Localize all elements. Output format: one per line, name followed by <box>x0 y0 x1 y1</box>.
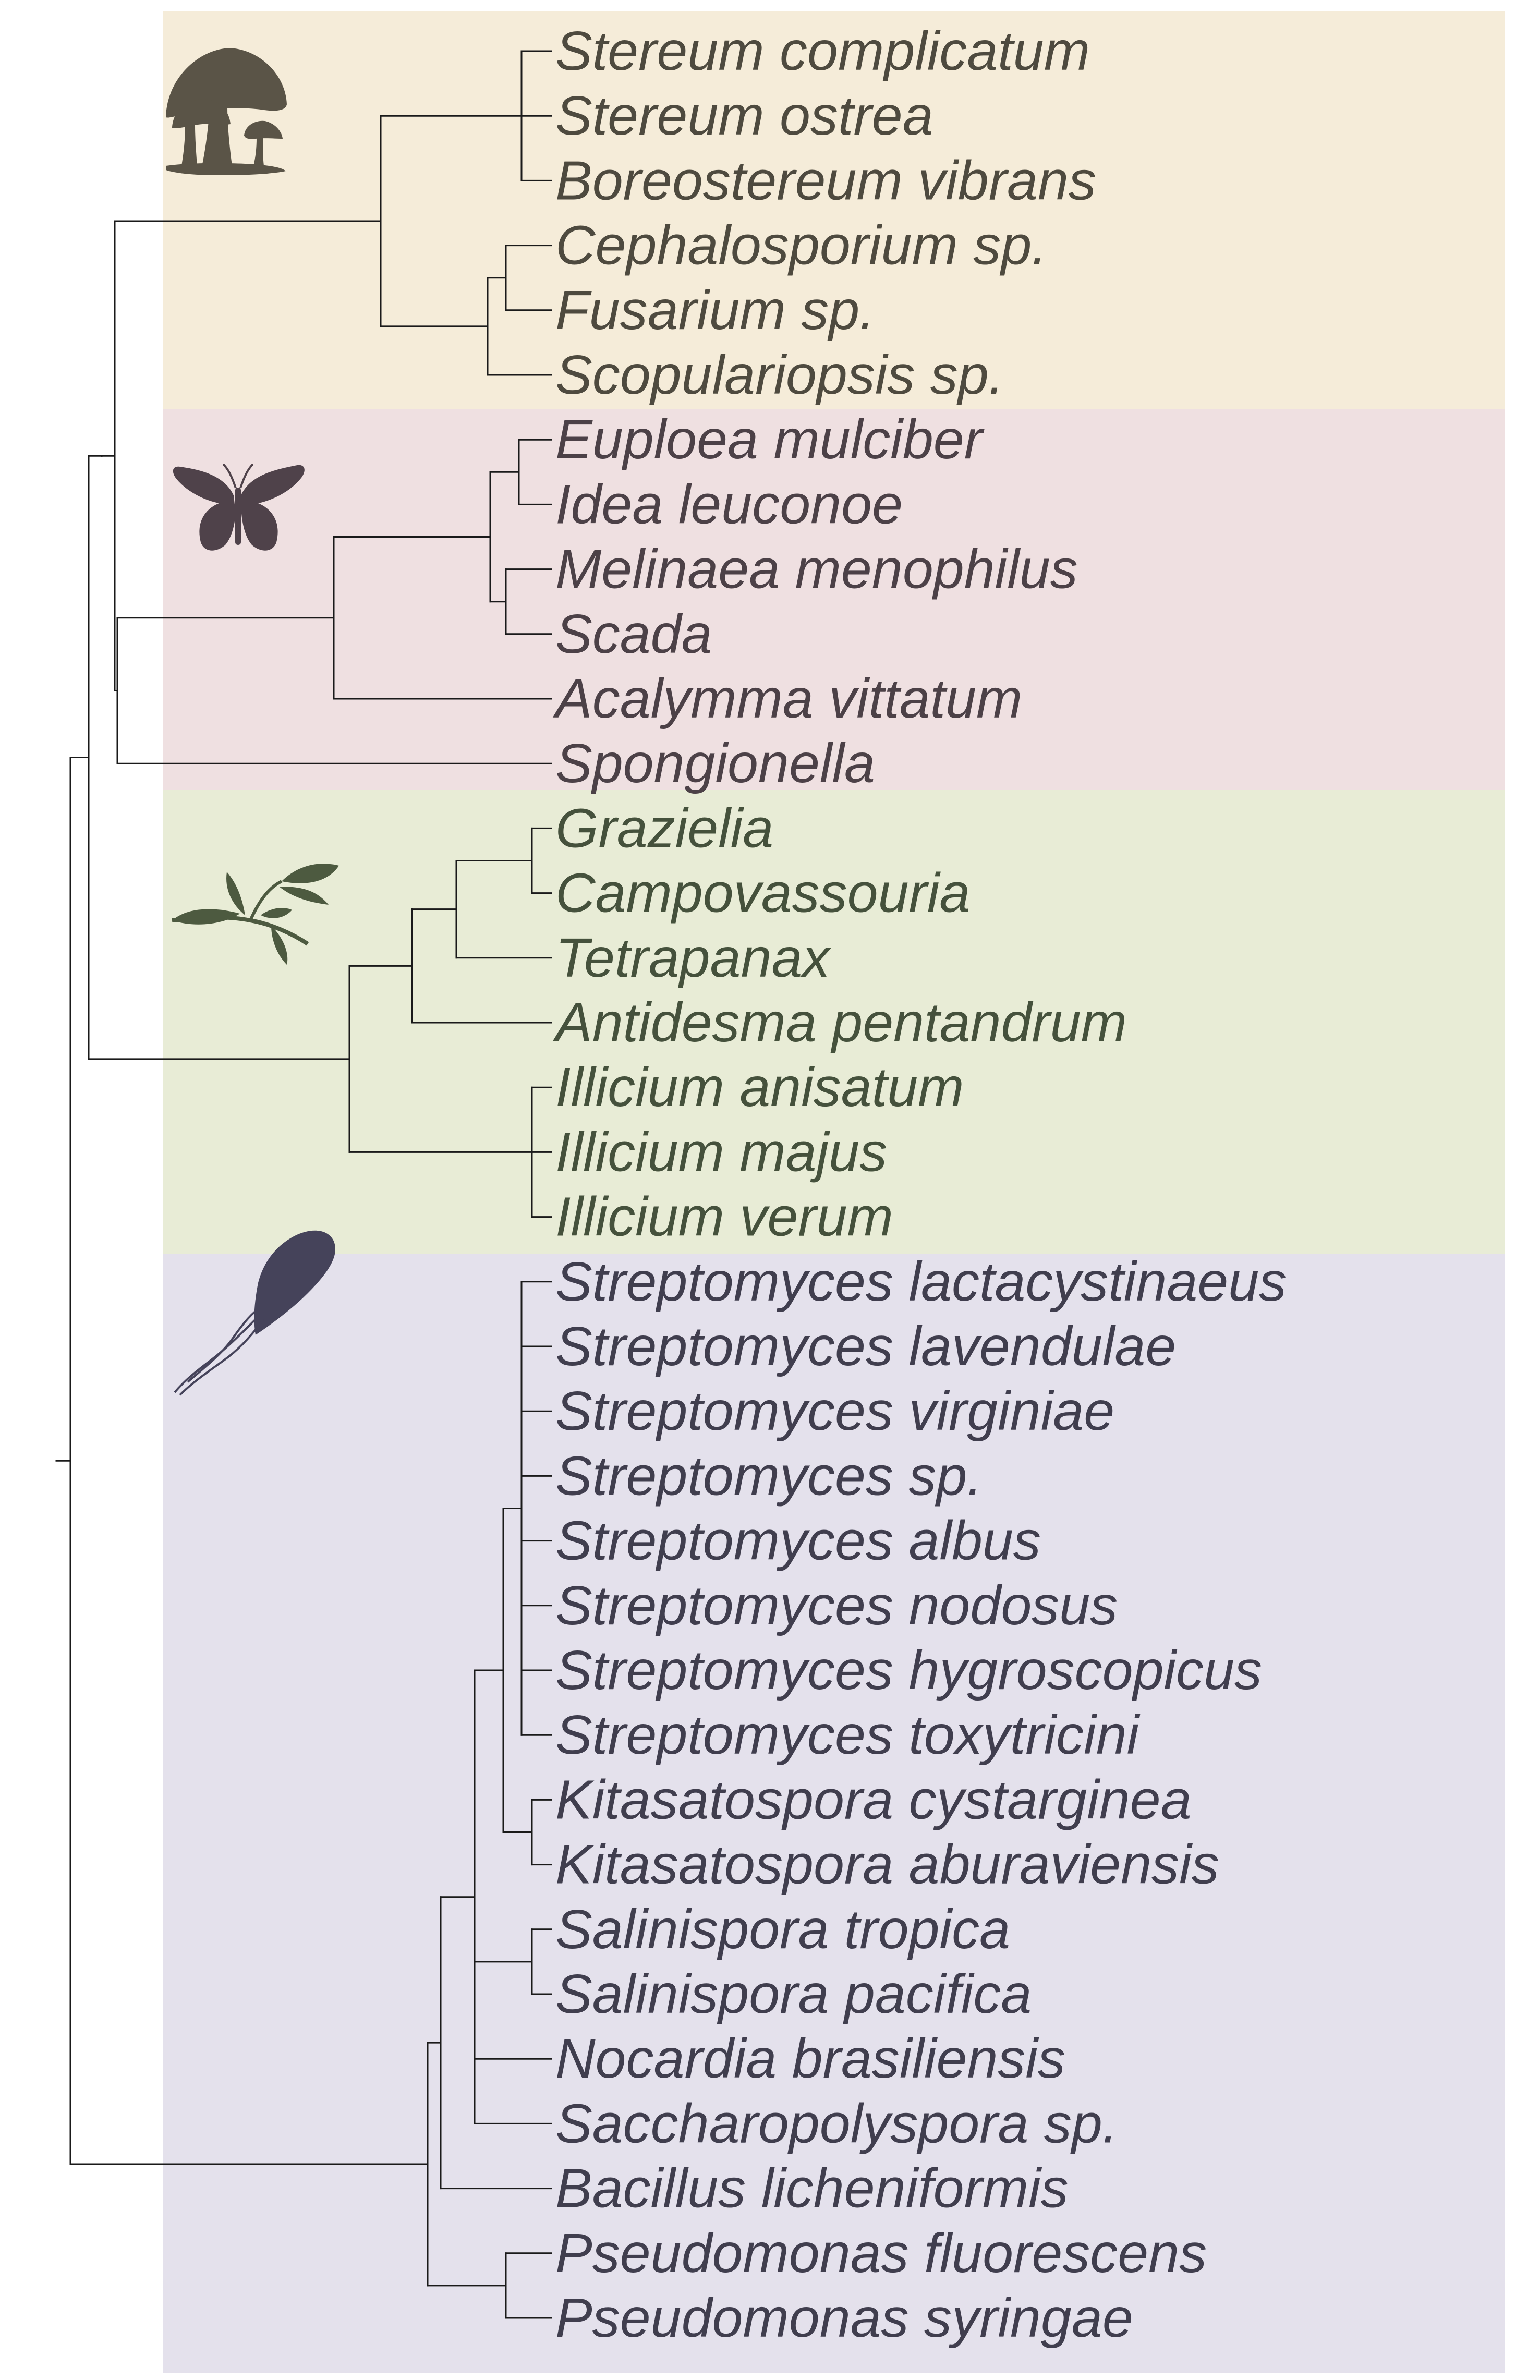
tree-branches <box>55 50 552 2319</box>
clade-icons <box>166 48 339 1396</box>
taxon-label: Streptomyces sp. <box>555 1445 983 1507</box>
taxon-label: Streptomyces lavendulae <box>555 1316 1176 1377</box>
taxon-label: Pseudomonas syringae <box>555 2287 1133 2349</box>
taxon-label: Campovassouria <box>555 863 970 924</box>
leaf-branch-icon <box>172 864 339 965</box>
taxon-label: Streptomyces toxytricini <box>555 1704 1141 1766</box>
taxon-label: Acalymma vittatum <box>552 668 1022 730</box>
taxon-label: Scada <box>555 603 712 665</box>
taxon-label: Kitasatospora cystarginea <box>555 1769 1192 1830</box>
clade-band-plants <box>163 790 1505 1254</box>
taxon-label: Grazielia <box>555 797 773 859</box>
taxon-label: Streptomyces albus <box>555 1510 1041 1572</box>
taxon-label: Streptomyces lactacystinaeus <box>555 1251 1287 1313</box>
taxon-label: Bacillus licheniformis <box>555 2158 1069 2219</box>
taxon-label: Kitasatospora aburaviensis <box>555 1834 1219 1896</box>
taxon-label: Scopulariopsis sp. <box>555 344 1004 406</box>
taxon-label: Spongionella <box>555 733 875 794</box>
taxon-label: Streptomyces hygroscopicus <box>555 1640 1262 1701</box>
clade-band-fungi <box>163 11 1505 409</box>
taxon-label: Illicium majus <box>555 1121 887 1183</box>
taxon-label: Stereum ostrea <box>555 85 933 147</box>
mushroom-icon <box>166 48 287 175</box>
taxon-label: Cephalosporium sp. <box>555 215 1047 276</box>
taxon-label: Illicium verum <box>555 1186 893 1248</box>
taxon-label: Antidesma pentandrum <box>552 992 1127 1053</box>
clade-band-insects <box>163 409 1505 790</box>
taxon-label: Nocardia brasiliensis <box>555 2028 1065 2090</box>
taxon-label: Idea leuconoe <box>555 473 903 535</box>
taxon-label: Salinispora pacifica <box>555 1963 1032 2025</box>
taxon-label: Melinaea menophilus <box>555 539 1078 600</box>
taxon-label: Tetrapanax <box>555 927 832 989</box>
taxon-label: Euploea mulciber <box>555 409 985 470</box>
bacterium-icon <box>174 1230 335 1396</box>
taxon-label: Boreostereum vibrans <box>555 150 1096 211</box>
taxon-label: Stereum complicatum <box>555 20 1090 82</box>
taxon-label: Salinispora tropica <box>555 1899 1010 1960</box>
clade-bands <box>163 11 1505 2373</box>
taxon-label: Saccharopolyspora sp. <box>555 2093 1118 2154</box>
butterfly-icon <box>173 463 305 551</box>
taxon-label: Streptomyces nodosus <box>555 1575 1118 1636</box>
taxon-label: Streptomyces virginiae <box>555 1380 1114 1442</box>
taxon-label: Fusarium sp. <box>555 280 875 341</box>
taxon-label: Pseudomonas fluorescens <box>555 2223 1207 2284</box>
clade-band-bacteria <box>163 1254 1505 2373</box>
taxon-label: Illicium anisatum <box>555 1057 964 1118</box>
